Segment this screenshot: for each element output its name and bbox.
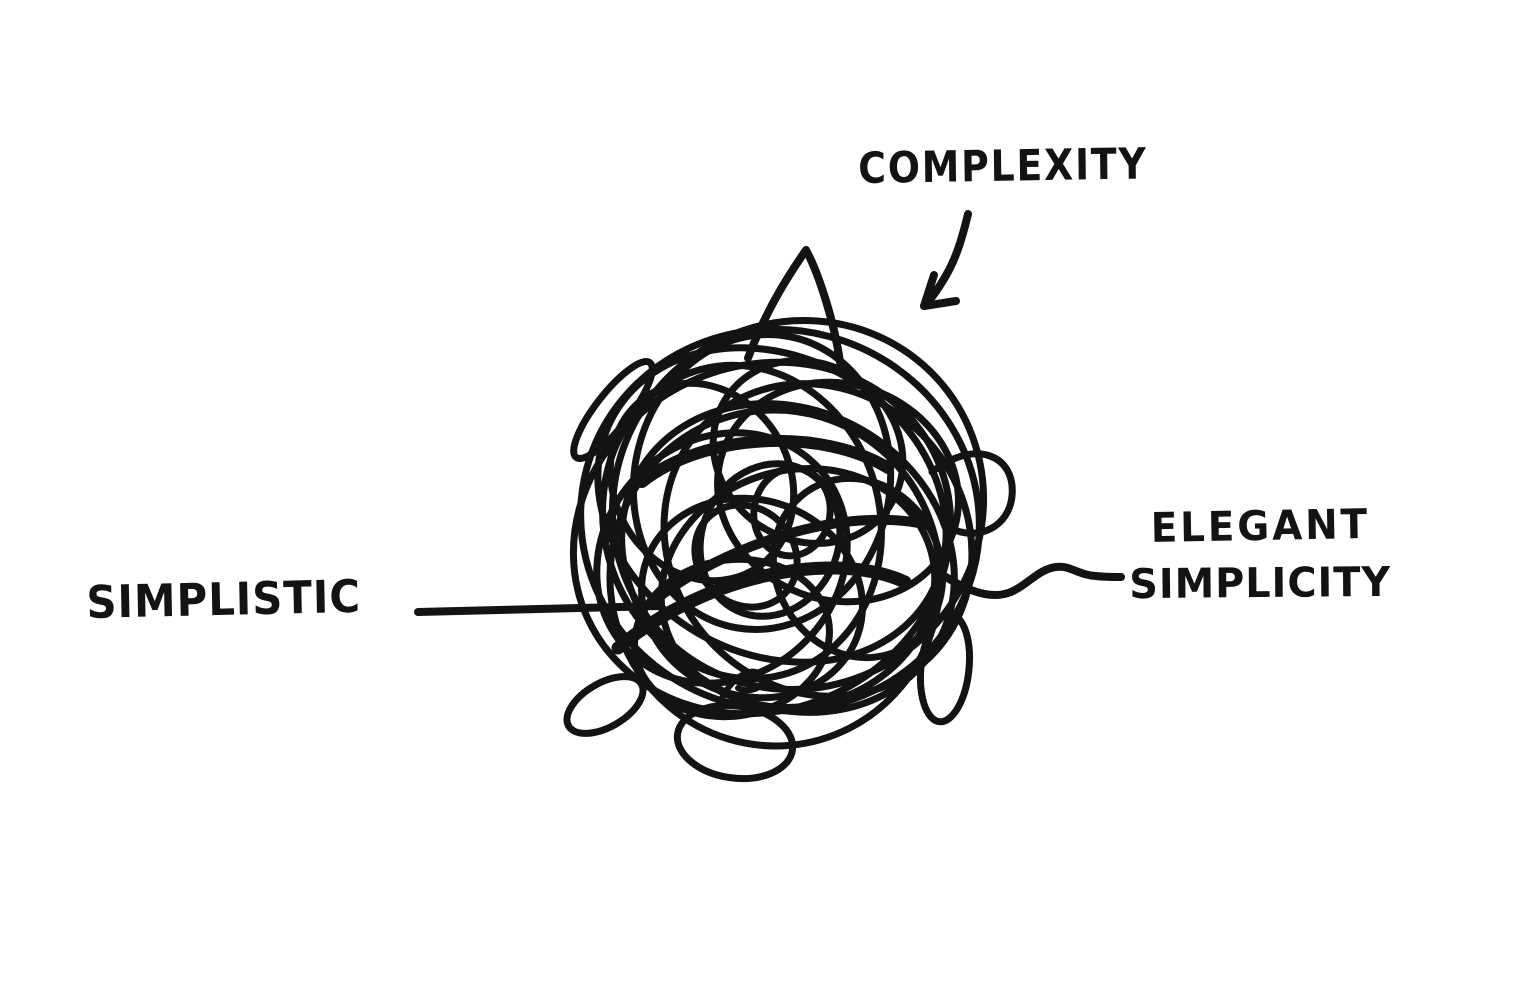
scribble-tangle [563,246,1016,783]
complexity-label: COMPLEXITY [857,139,1148,194]
complexity-arrow-icon [920,210,972,310]
elegant-simplicity-label-line2: SIMPLICITY [1129,557,1392,609]
simplistic-label: SIMPLISTIC [85,569,362,629]
elegant-simplicity-label-line1: ELEGANT [1150,499,1371,553]
simplistic-connector-line [414,602,664,616]
elegant-simplicity-label: ELEGANT SIMPLICITY [1122,499,1398,609]
elegant-connector-line [942,562,1125,600]
